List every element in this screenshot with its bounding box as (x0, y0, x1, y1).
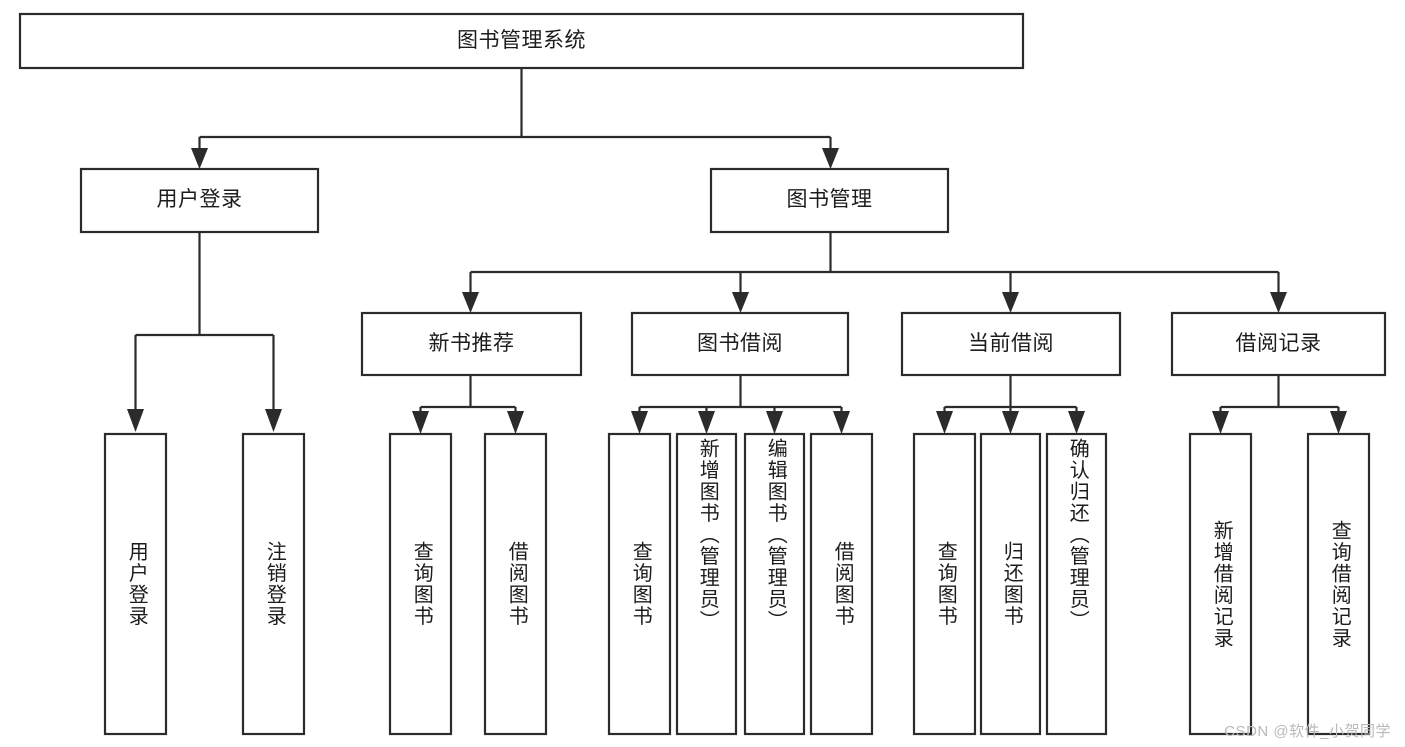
node-box-leaf-edit-book[interactable] (743, 432, 806, 736)
node-box-borrow-record[interactable] (1170, 311, 1387, 377)
arrow-borrow-record (1270, 292, 1287, 313)
arrow-current-borrow (1002, 292, 1019, 313)
node-box-leaf-user-login[interactable] (103, 432, 168, 736)
node-box-current-borrow[interactable] (900, 311, 1122, 377)
arrow-leaf-query-book-1 (412, 411, 429, 434)
node-box-new-book-recommend[interactable] (360, 311, 583, 377)
node-shapes (18, 12, 1387, 736)
arrow-leaf-user-logout (265, 409, 282, 432)
arrow-book-borrow (732, 292, 749, 313)
arrow-leaf-add-book (698, 411, 715, 434)
arrow-leaf-return-book (1002, 411, 1019, 434)
node-box-book-borrow[interactable] (630, 311, 850, 377)
arrow-leaf-confirm-return (1068, 411, 1085, 434)
arrow-leaf-query-book-3 (936, 411, 953, 434)
node-box-leaf-add-record[interactable] (1188, 432, 1253, 736)
node-box-leaf-borrow-book-2[interactable] (809, 432, 874, 736)
node-box-leaf-user-logout[interactable] (241, 432, 306, 736)
node-box-leaf-query-book-1[interactable] (388, 432, 453, 736)
node-box-leaf-query-book-2[interactable] (607, 432, 672, 736)
arrow-leaf-query-book-2 (631, 411, 648, 434)
node-box-leaf-confirm-return[interactable] (1045, 432, 1108, 736)
node-box-leaf-query-book-3[interactable] (912, 432, 977, 736)
node-box-leaf-query-record[interactable] (1306, 432, 1371, 736)
arrow-user-login (191, 148, 208, 169)
arrow-leaf-borrow-book-1 (507, 411, 524, 434)
node-box-leaf-return-book[interactable] (979, 432, 1042, 736)
node-box-book-manage[interactable] (709, 167, 950, 234)
node-box-root[interactable] (18, 12, 1025, 70)
arrow-leaf-query-record (1330, 411, 1347, 434)
arrow-book-manage (822, 148, 839, 169)
arrow-new-book-recommend (462, 292, 479, 313)
arrow-leaf-user-login (127, 409, 144, 432)
arrow-leaf-edit-book (766, 411, 783, 434)
connectors (127, 68, 1347, 434)
node-box-user-login[interactable] (79, 167, 320, 234)
arrow-leaf-borrow-book-2 (833, 411, 850, 434)
node-box-leaf-borrow-book-1[interactable] (483, 432, 548, 736)
node-box-leaf-add-book[interactable] (675, 432, 738, 736)
arrow-leaf-add-record (1212, 411, 1229, 434)
